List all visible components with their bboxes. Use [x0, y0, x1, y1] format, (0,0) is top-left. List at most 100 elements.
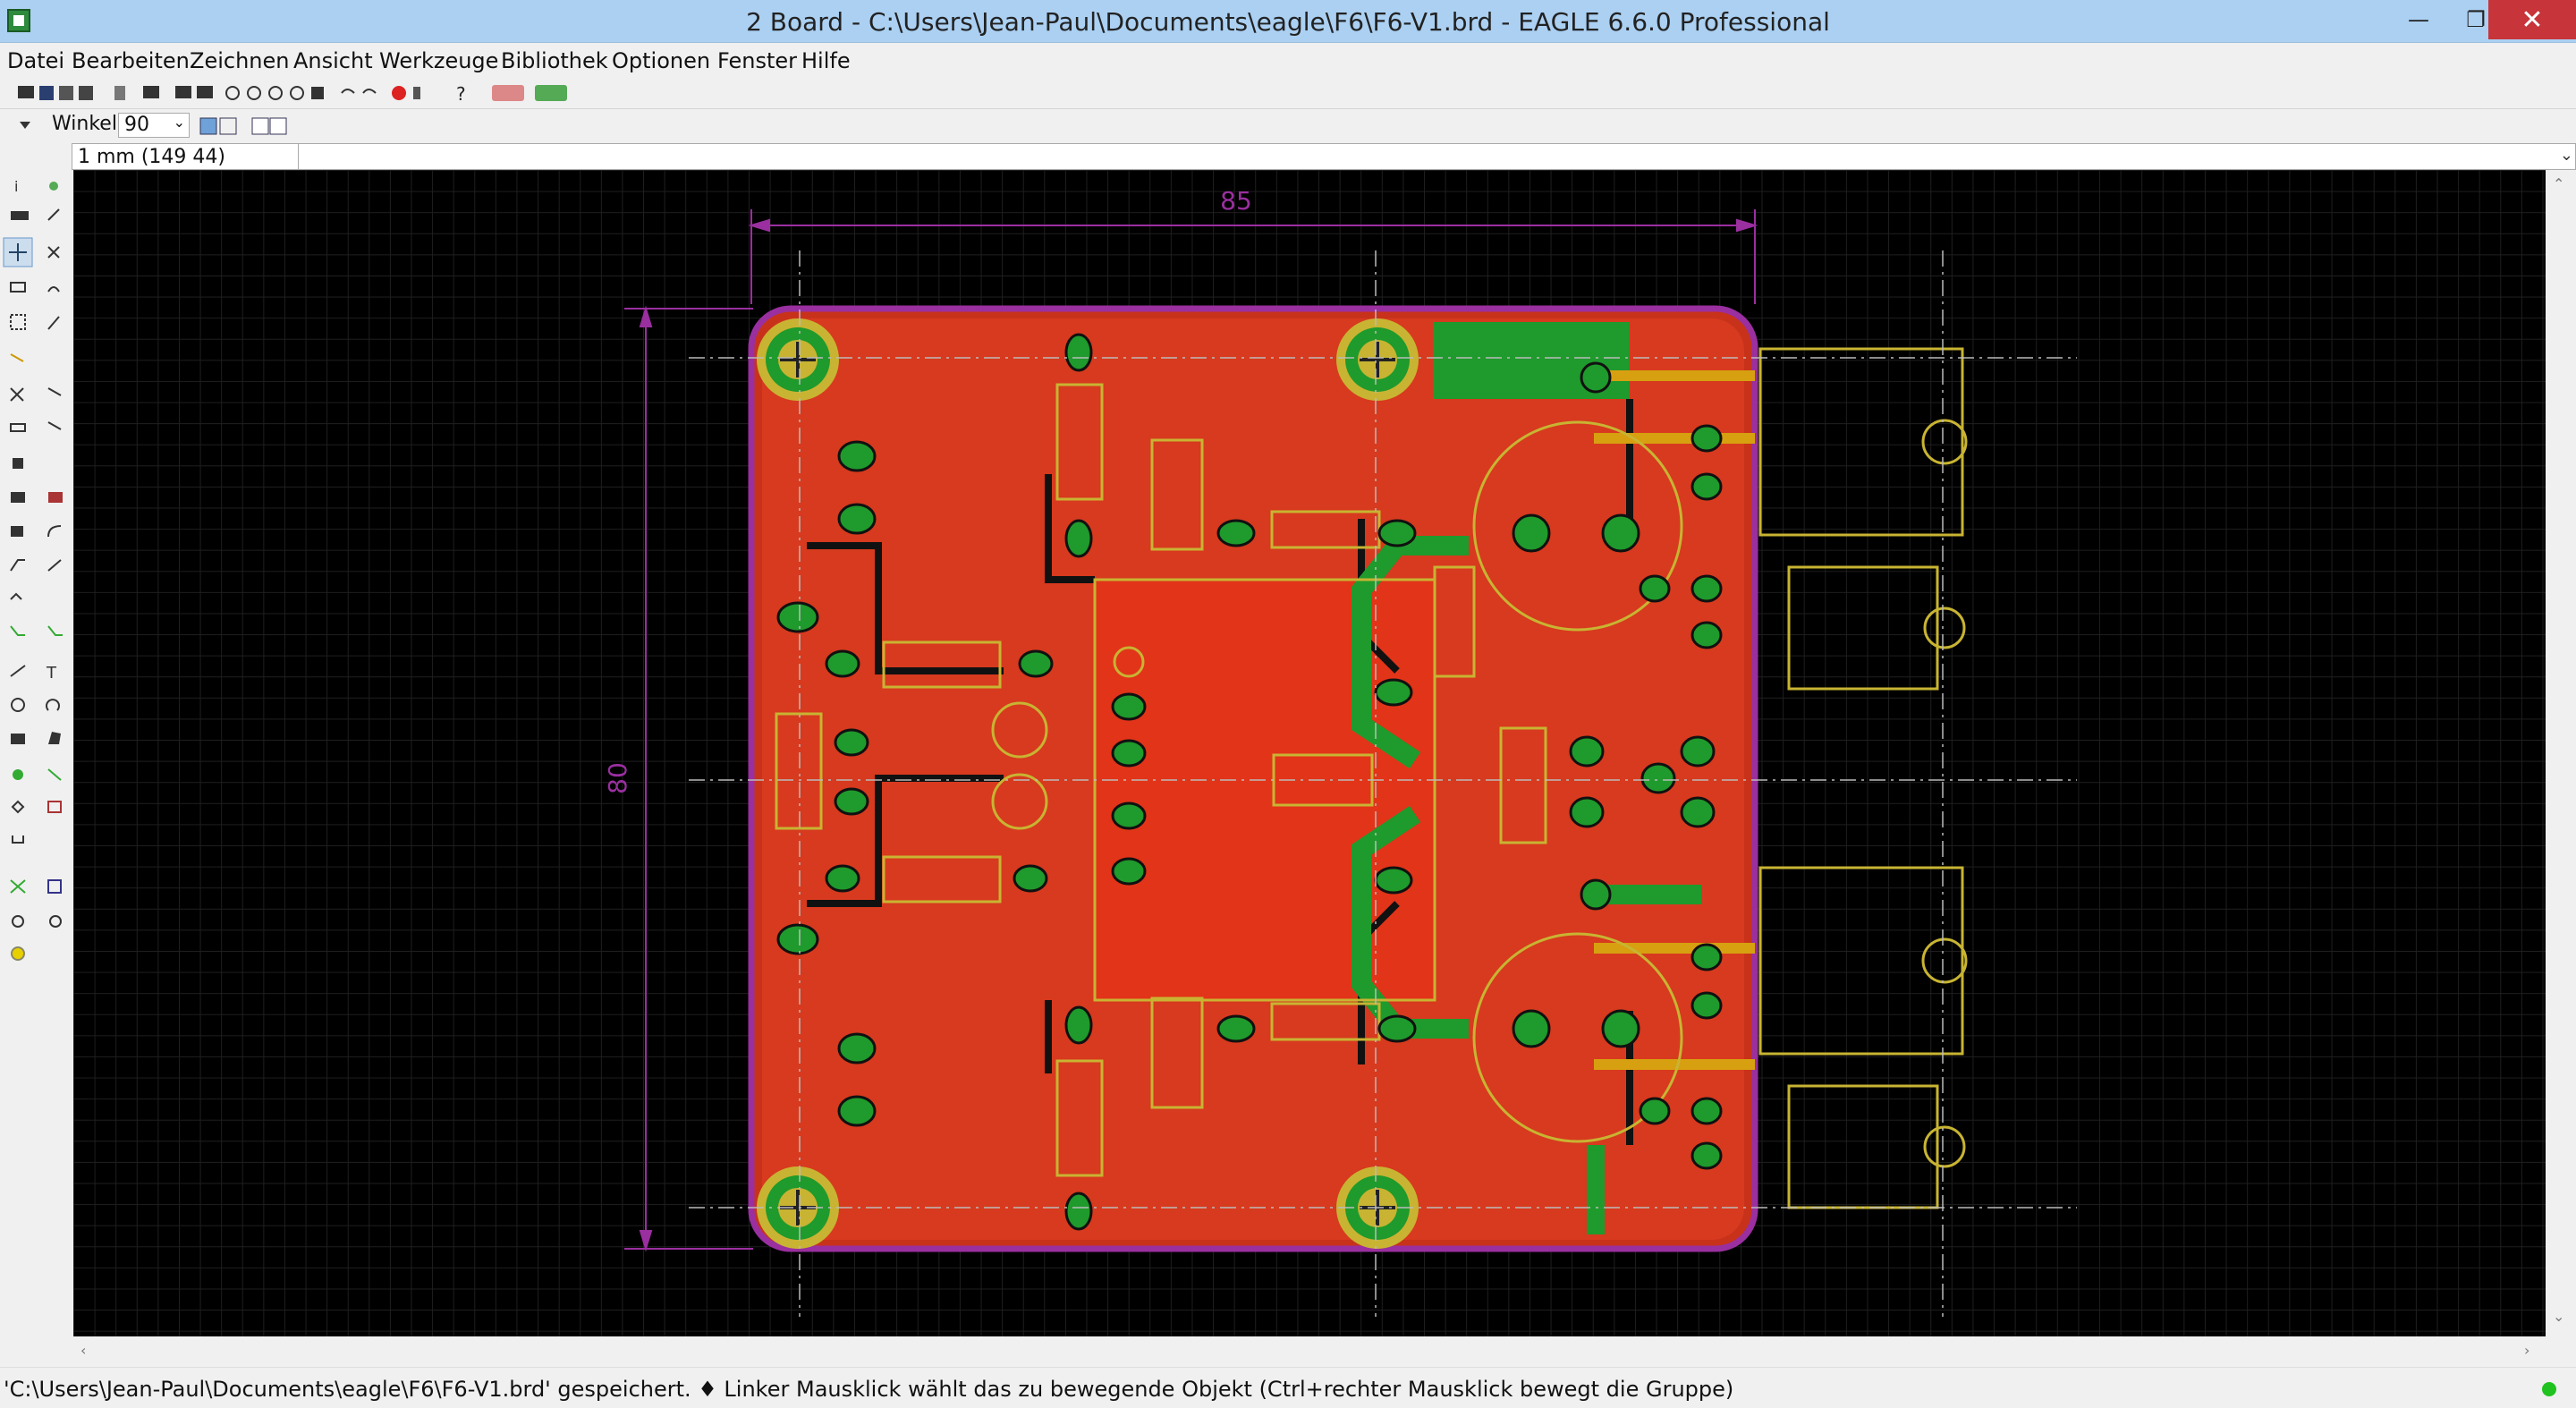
close-button[interactable]: ✕ — [2488, 0, 2576, 39]
command-history-chevron-icon[interactable]: ⌄ — [2559, 146, 2573, 165]
ratsnest-tool-icon[interactable] — [10, 879, 26, 894]
hole-tool-icon[interactable] — [11, 800, 25, 814]
element14-icon[interactable] — [535, 85, 567, 101]
angle-label: Winkel: — [52, 113, 124, 135]
smash-tool-icon[interactable] — [11, 492, 25, 503]
optimize-tool-icon[interactable] — [47, 525, 62, 538]
undo-icon[interactable] — [341, 89, 355, 94]
menu-bearbeiten[interactable]: Bearbeiten — [72, 48, 190, 73]
attribute-tool-icon[interactable] — [47, 801, 62, 813]
menu-werkzeuge[interactable]: Werkzeuge — [379, 48, 499, 73]
horizontal-scrollbar[interactable]: ‹ › — [73, 1336, 2546, 1367]
status-bar: 'C:\Users\Jean-Paul\Documents\eagle\F6\F… — [0, 1367, 2576, 1408]
status-led-icon — [2542, 1382, 2556, 1396]
replace-tool-icon[interactable] — [47, 421, 62, 430]
change-tool-icon[interactable] — [47, 316, 60, 330]
minimize-button[interactable]: — — [2408, 7, 2429, 32]
circle-tool-icon[interactable] — [11, 698, 25, 712]
line-tool-icon[interactable] — [10, 665, 26, 677]
show-icon[interactable] — [49, 182, 58, 191]
menu-bibliothek[interactable]: Bibliothek — [501, 48, 608, 73]
cam-icon[interactable] — [79, 86, 93, 100]
design-link-icon[interactable] — [492, 85, 524, 101]
arc-tool-icon[interactable] — [46, 699, 60, 711]
zoom-out-icon[interactable] — [268, 86, 283, 100]
via-tool-icon[interactable] — [13, 769, 23, 780]
board-switch-icon[interactable] — [175, 86, 191, 98]
mark-icon[interactable] — [47, 208, 60, 221]
script-icon[interactable] — [114, 86, 125, 100]
scroll-up-icon[interactable]: ⌃ — [2553, 175, 2565, 192]
vertical-scrollbar[interactable]: ⌃ ⌄ — [2546, 170, 2576, 1336]
help-icon[interactable]: ? — [456, 83, 466, 105]
scroll-right-icon[interactable]: › — [2524, 1342, 2530, 1359]
menu-ansicht[interactable]: Ansicht — [293, 48, 373, 73]
menu-hilfe[interactable]: Hilfe — [801, 48, 851, 73]
menu-zeichnen[interactable]: Zeichnen — [190, 48, 290, 73]
drc-tool-icon[interactable] — [49, 915, 62, 928]
errors-tool-icon[interactable] — [11, 946, 25, 961]
group-tool-icon[interactable] — [10, 314, 26, 330]
auto-tool-icon[interactable] — [47, 879, 62, 894]
board-canvas[interactable]: 85 80 — [73, 170, 2546, 1336]
layer-toggle-icon[interactable] — [269, 117, 287, 135]
mirror-toggle-icon[interactable] — [199, 117, 217, 135]
window-title: 2 Board - C:\Users\Jean-Paul\Documents\e… — [746, 7, 1830, 37]
split-tool-icon[interactable] — [11, 526, 23, 537]
zoom-in-icon[interactable] — [247, 86, 261, 100]
angle-value: 90 — [124, 114, 149, 136]
stop-icon[interactable] — [392, 86, 406, 100]
autorouter-tool-icon[interactable] — [10, 625, 25, 636]
signal-tool-icon[interactable] — [47, 768, 62, 781]
add-tool-icon[interactable] — [47, 387, 62, 396]
redraw-icon[interactable] — [290, 86, 304, 100]
redo-icon[interactable] — [362, 89, 377, 94]
command-input[interactable] — [298, 144, 2543, 169]
go-icon[interactable] — [413, 87, 420, 99]
mirror-tool-icon[interactable] — [10, 282, 26, 293]
scroll-down-icon[interactable]: ⌄ — [2553, 1308, 2565, 1325]
print-icon[interactable] — [59, 86, 73, 100]
rect-tool-icon[interactable] — [11, 734, 25, 744]
dimension-tool-icon[interactable] — [12, 835, 24, 844]
component-pads[interactable] — [776, 333, 1723, 1231]
ripup-tool-icon[interactable] — [47, 559, 62, 572]
lock-tool-icon[interactable] — [13, 458, 23, 469]
pinswap-tool-icon[interactable] — [10, 423, 26, 432]
route-tool-icon[interactable] — [10, 559, 25, 572]
run-ulp-icon[interactable] — [143, 86, 159, 98]
miter-tool-icon[interactable] — [48, 492, 63, 503]
text-tool-icon[interactable]: T — [46, 664, 57, 683]
menu-optionen[interactable]: Optionen — [612, 48, 711, 73]
grid-toggle-icon[interactable] — [251, 117, 269, 135]
scroll-left-icon[interactable]: ‹ — [80, 1342, 87, 1359]
paste-tool-icon[interactable] — [10, 353, 24, 362]
copy-tool-icon[interactable] — [47, 246, 60, 259]
schematic-switch-icon[interactable] — [197, 86, 213, 98]
rotate-tool-icon[interactable] — [47, 286, 60, 293]
command-toolbar: i T — [0, 170, 72, 1336]
menu-fenster[interactable]: Fenster — [717, 48, 798, 73]
delete-tool-icon[interactable] — [10, 387, 24, 402]
open-icon[interactable] — [18, 86, 34, 98]
dimension-lines — [624, 209, 1758, 1252]
erc-tool-icon[interactable] — [12, 915, 24, 928]
eagle-app-icon[interactable] — [7, 9, 30, 32]
ground-plane-green-2 — [1587, 1145, 1605, 1234]
follow-me-tool-icon[interactable] — [47, 625, 63, 636]
menu-datei[interactable]: Datei — [7, 48, 65, 73]
save-icon[interactable] — [39, 86, 54, 100]
info-icon[interactable]: i — [14, 178, 18, 195]
maximize-button[interactable]: ❐ — [2466, 7, 2486, 32]
zoom-select-icon[interactable] — [311, 87, 324, 99]
angle-select[interactable]: 90 ⌄ — [118, 113, 190, 138]
coordinate-display: 1 mm (149 44) — [78, 146, 225, 168]
polygon-tool-icon[interactable] — [48, 732, 61, 744]
display-icon[interactable] — [11, 211, 29, 220]
title-bar: 2 Board - C:\Users\Jean-Paul\Documents\e… — [0, 0, 2576, 43]
wire-tool-icon[interactable] — [10, 592, 22, 600]
zoom-fit-icon[interactable] — [225, 86, 240, 100]
spin-toggle-icon[interactable] — [219, 117, 237, 135]
orange-traces — [1594, 370, 1755, 1070]
layer-dropdown-icon[interactable] — [20, 122, 30, 129]
